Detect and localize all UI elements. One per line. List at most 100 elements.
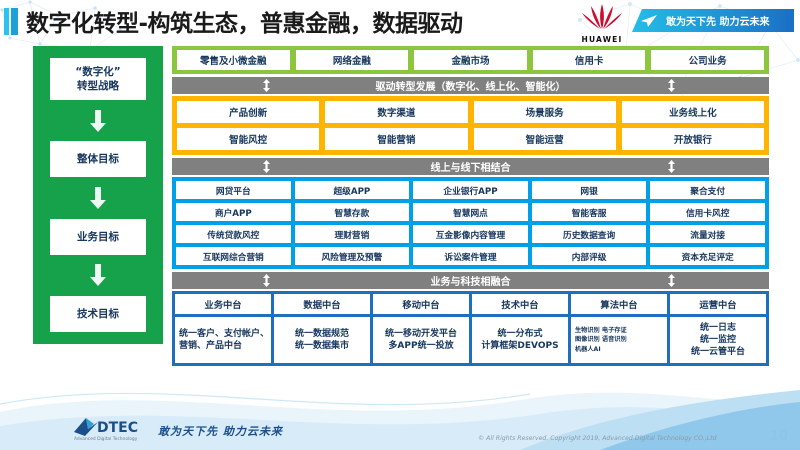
page-title: 数字化转型-构筑生态，普惠金融，数据驱动 xyxy=(26,11,463,37)
drive-item-4[interactable]: 智能风控 xyxy=(177,128,320,150)
oo-item-9[interactable]: 信用卡风控 xyxy=(650,203,765,221)
oo-item-2[interactable]: 企业银行APP xyxy=(413,181,528,199)
oo-item-19[interactable]: 资本充足评定 xyxy=(650,247,765,265)
oo-item-5[interactable]: 商户APP xyxy=(176,203,291,221)
strategy-step-0[interactable]: “数字化” 转型战略 xyxy=(50,58,146,100)
strategy-step-3[interactable]: 技术目标 xyxy=(50,295,146,332)
business-line-4[interactable]: 公司业务 xyxy=(651,50,764,70)
platform-column-mobile: 移动中台 统一移动开发平台 多APP统一投放 xyxy=(373,294,469,363)
oo-item-4[interactable]: 聚合支付 xyxy=(650,181,765,199)
band-online-offline: 线上与线下相结合 xyxy=(172,158,769,175)
svg-text:DTEC: DTEC xyxy=(97,420,138,436)
platform-column-data: 数据中台 统一数据规范 统一数据集市 xyxy=(274,294,370,363)
platform-head-4[interactable]: 算法中台 xyxy=(571,294,667,314)
platform-body-2-line2: 多APP统一投放 xyxy=(388,341,454,351)
drive-item-2[interactable]: 场景服务 xyxy=(473,101,616,123)
platform-body-4-line1: 生物识别 电子存证 xyxy=(575,327,627,335)
platform-body-3-line1: 统一分布式 xyxy=(497,328,543,339)
dtec-logo: DTEC Advanced Digital Technology xyxy=(74,418,138,442)
oo-item-10[interactable]: 传统贷款风控 xyxy=(176,225,291,243)
strategy-step-3-label: 技术目标 xyxy=(77,307,119,320)
strategy-step-2-label: 业务目标 xyxy=(77,230,119,243)
down-arrow-icon-2 xyxy=(90,186,106,209)
platform-head-3[interactable]: 技术中台 xyxy=(472,294,568,314)
oo-item-12[interactable]: 互金影像内容管理 xyxy=(413,225,528,243)
drive-item-5[interactable]: 智能营销 xyxy=(325,128,468,150)
oo-row-4: 互联网综合营销 风险管理及预警 诉讼案件管理 内部评级 资本充足评定 xyxy=(176,247,765,265)
page-number: 10 xyxy=(769,429,788,444)
oo-item-0[interactable]: 网贷平台 xyxy=(176,181,291,199)
platform-column-tech: 技术中台 统一分布式 计算框架DEVOPS xyxy=(472,294,568,363)
platform-body-1-line2: 统一数据集市 xyxy=(294,341,349,351)
business-line-2[interactable]: 金融市场 xyxy=(414,50,527,70)
drive-item-0[interactable]: 产品创新 xyxy=(177,101,320,123)
oo-row-1: 网贷平台 超级APP 企业银行APP 网银 聚合支付 xyxy=(176,181,765,199)
copyright-text: © All Rights Reserved. Copyright 2019, A… xyxy=(478,435,717,442)
platform-head-0[interactable]: 业务中台 xyxy=(175,294,271,314)
platform-column-business: 业务中台 统一客户、支付帐户、营销、产品中台 xyxy=(175,294,271,363)
platform-body-1-line1: 统一数据规范 xyxy=(294,328,349,339)
oo-item-3[interactable]: 网银 xyxy=(531,181,647,199)
oo-item-11[interactable]: 理财营销 xyxy=(294,225,410,243)
platform-body-4: 生物识别 电子存证 图像识别 语音识别 机器人AI xyxy=(571,317,667,363)
drive-item-3[interactable]: 业务线上化 xyxy=(621,101,764,123)
platform-body-5-line1: 统一日志 xyxy=(699,322,736,333)
band-online-offline-label: 线上与线下相结合 xyxy=(430,163,511,174)
business-lines-band: 零售及小微金融 网络金融 金融市场 信用卡 公司业务 xyxy=(172,46,769,74)
oo-row-3: 传统贷款风控 理财营销 互金影像内容管理 历史数据查询 流量对接 xyxy=(176,225,765,243)
oo-item-13[interactable]: 历史数据查询 xyxy=(531,225,647,243)
strategy-step-0-line2: 转型战略 xyxy=(77,80,119,92)
updown-arrow-icon-right-1 xyxy=(668,79,675,92)
drive-item-6[interactable]: 智能运营 xyxy=(473,128,616,150)
platform-body-2: 统一移动开发平台 多APP统一投放 xyxy=(373,317,469,363)
oo-item-18[interactable]: 内部评级 xyxy=(531,247,647,265)
platform-body-5-line2: 统一监控 xyxy=(699,334,736,345)
platform-body-0: 统一客户、支付帐户、营销、产品中台 xyxy=(175,317,271,363)
oo-item-8[interactable]: 智能客服 xyxy=(531,203,647,221)
strategy-step-2[interactable]: 业务目标 xyxy=(50,218,146,255)
updown-arrow-icon-left-3 xyxy=(263,274,270,287)
drive-item-1[interactable]: 数字渠道 xyxy=(325,101,468,123)
oo-item-16[interactable]: 风险管理及预警 xyxy=(294,247,410,265)
business-line-3[interactable]: 信用卡 xyxy=(532,50,646,70)
oo-item-7[interactable]: 智慧网点 xyxy=(413,203,528,221)
band-drive-transformation: 驱动转型发展（数字化、线上化、智能化） xyxy=(172,77,769,94)
updown-arrow-icon-left-1 xyxy=(263,79,270,92)
strategy-step-1-label: 整体目标 xyxy=(77,153,119,166)
paper-plane-icon xyxy=(641,14,657,27)
business-line-0[interactable]: 零售及小微金融 xyxy=(177,50,290,70)
architecture-column: 零售及小微金融 网络金融 金融市场 信用卡 公司业务 驱动转型发展（数字化、线上… xyxy=(172,46,769,366)
drive-row-2: 智能风控 智能营销 智能运营 开放银行 xyxy=(177,128,764,150)
platform-body-5-line3: 统一云管平台 xyxy=(690,347,745,358)
drive-item-7[interactable]: 开放银行 xyxy=(621,128,764,150)
strategy-flow-column: “数字化” 转型战略 整体目标 业务目标 技术目标 xyxy=(33,46,163,344)
huawei-flower-icon xyxy=(582,4,622,29)
platform-head-1[interactable]: 数据中台 xyxy=(274,294,370,314)
platform-body-3: 统一分布式 计算框架DEVOPS xyxy=(472,317,568,363)
drive-section: 产品创新 数字渠道 场景服务 业务线上化 智能风控 智能营销 智能运营 开放银行 xyxy=(172,96,769,155)
oo-item-6[interactable]: 智慧存款 xyxy=(294,203,410,221)
platform-body-2-line1: 统一移动开发平台 xyxy=(384,328,457,339)
platform-column-operations: 运营中台 统一日志 统一监控 统一云管平台 xyxy=(670,294,766,363)
platform-head-5[interactable]: 运营中台 xyxy=(670,294,766,314)
platform-head-2[interactable]: 移动中台 xyxy=(373,294,469,314)
platform-body-4-line2: 图像识别 语音识别 xyxy=(575,336,627,344)
band-fusion-label: 业务与科技相融合 xyxy=(430,277,511,288)
down-arrow-icon-1 xyxy=(90,109,106,132)
oo-item-1[interactable]: 超级APP xyxy=(294,181,410,199)
business-line-1[interactable]: 网络金融 xyxy=(295,50,409,70)
strategy-step-1[interactable]: 整体目标 xyxy=(50,141,146,178)
oo-item-15[interactable]: 互联网综合营销 xyxy=(176,247,291,265)
platform-body-1: 统一数据规范 统一数据集市 xyxy=(274,317,370,363)
oo-item-14[interactable]: 流量对接 xyxy=(650,225,765,243)
platform-section: 业务中台 统一客户、支付帐户、营销、产品中台 数据中台 统一数据规范 统一数据集… xyxy=(172,291,769,366)
strategy-step-0-line1: “数字化” xyxy=(75,65,121,78)
down-arrow-icon-3 xyxy=(90,264,106,287)
updown-arrow-icon-right-3 xyxy=(668,274,675,287)
drive-row-1: 产品创新 数字渠道 场景服务 业务线上化 xyxy=(177,101,764,123)
platform-body-3-line2: 计算框架DEVOPS xyxy=(481,341,559,351)
svg-text:Advanced Digital Technology: Advanced Digital Technology xyxy=(74,436,138,442)
platform-column-algorithm: 算法中台 生物识别 电子存证 图像识别 语音识别 机器人AI xyxy=(571,294,667,363)
oo-item-17[interactable]: 诉讼案件管理 xyxy=(413,247,528,265)
